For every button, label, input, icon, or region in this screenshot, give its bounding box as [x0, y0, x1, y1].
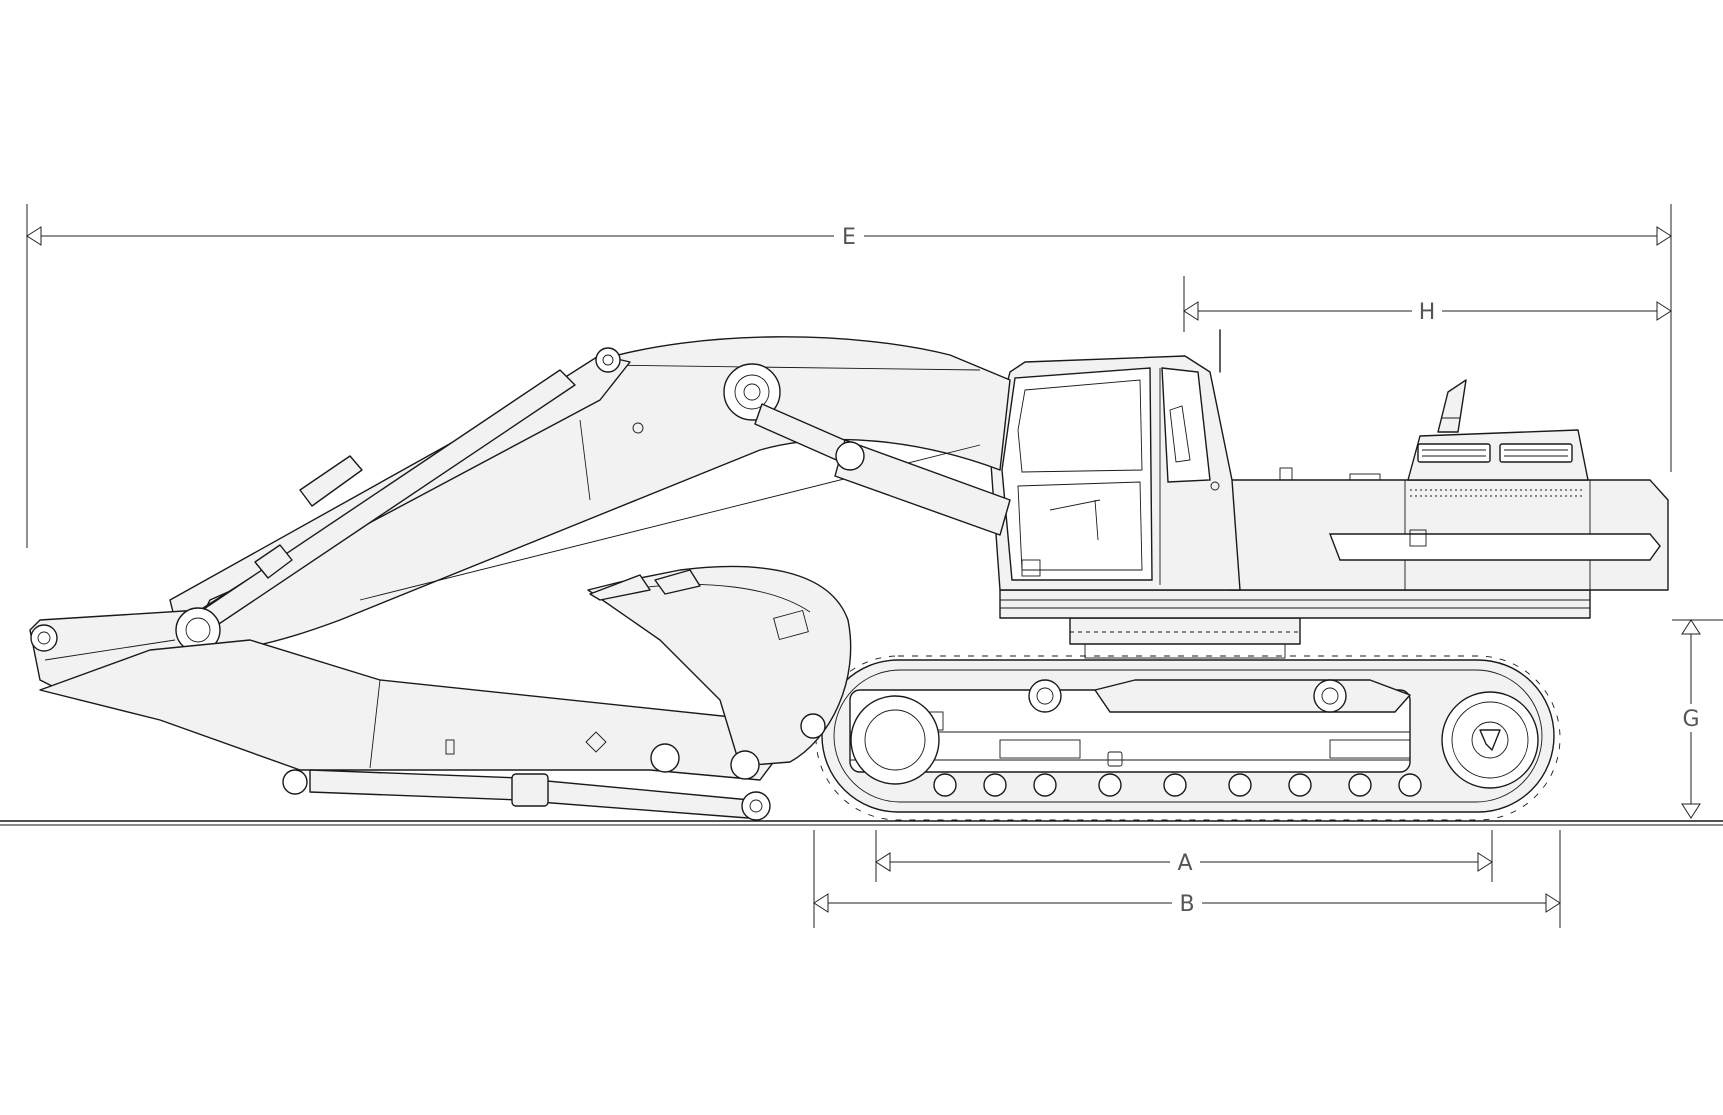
track-rollers: [933, 773, 1422, 797]
crawler-track: [815, 655, 1561, 821]
slewing-ring: [1069, 617, 1301, 659]
bucket-icon: [587, 565, 852, 780]
ground-line: [0, 820, 1723, 826]
arm-cylinder: [175, 369, 576, 653]
dimension-label-A: A: [1177, 851, 1192, 876]
lower-arm: [39, 639, 791, 795]
dimension-label-E: E: [842, 225, 856, 250]
dimension-A: A: [875, 830, 1493, 882]
exhaust-stack: [1437, 379, 1467, 433]
boom-cylinder: [754, 403, 1011, 536]
upper-structure: [999, 379, 1669, 619]
dimension-H: H: [1183, 276, 1672, 332]
dimension-G: G: [1672, 619, 1723, 819]
drive-sprocket-icon: [1441, 691, 1539, 789]
dimension-label-B: B: [1179, 892, 1194, 917]
dimension-label-H: H: [1419, 300, 1436, 325]
dimension-label-G: G: [1682, 707, 1699, 732]
bucket-cylinder: [309, 769, 771, 821]
dimension-E: E: [26, 204, 1672, 548]
dimension-B: B: [813, 830, 1561, 928]
operator-cab-icon: [989, 329, 1241, 591]
counterweight: [1407, 429, 1589, 481]
